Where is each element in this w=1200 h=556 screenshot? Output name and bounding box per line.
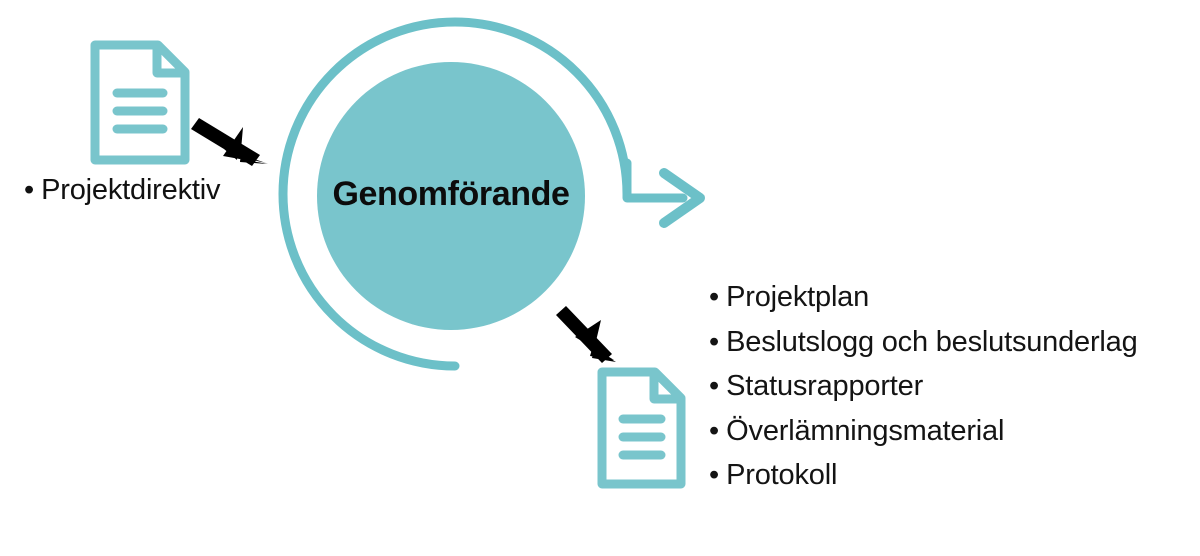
list-item: •Statusrapporter xyxy=(709,372,1189,401)
output-arrow-icon xyxy=(556,306,616,363)
bullet-icon: • xyxy=(709,325,720,358)
list-item-label: Protokoll xyxy=(726,459,838,491)
list-item-label: Beslutslogg och beslutsunderlag xyxy=(726,325,1138,358)
cycle-arrow-head-icon xyxy=(659,168,705,228)
list-item: •Beslutslogg och beslutsunderlag xyxy=(709,325,1189,358)
bullet-icon: • xyxy=(24,174,35,206)
list-item: •Överlämningsmaterial xyxy=(709,414,1189,447)
input-item-label: •Projektdirektiv xyxy=(24,176,220,205)
output-document-icon xyxy=(597,367,686,489)
cycle-arc-elbow xyxy=(622,158,688,203)
document-page-shape xyxy=(90,40,190,165)
list-item: •Protokoll xyxy=(709,461,1189,490)
bullet-icon: • xyxy=(709,414,720,447)
list-item-label: Statusrapporter xyxy=(726,370,924,402)
input-arrow-head-solid xyxy=(223,127,268,164)
input-document-icon xyxy=(90,40,190,165)
document-page-shape xyxy=(597,367,686,489)
input-arrow-shaft xyxy=(191,118,260,166)
document-text-lines-icon xyxy=(618,414,666,460)
center-node-label: Genomförande xyxy=(332,175,570,213)
list-item-label: Överlämningsmaterial xyxy=(726,414,1005,447)
input-item-text: Projektdirektiv xyxy=(41,174,221,206)
center-node-circle xyxy=(317,62,585,330)
cycle-arc-icon xyxy=(278,17,688,371)
document-folded-corner-icon xyxy=(649,368,685,404)
document-folded-corner-icon xyxy=(152,41,189,78)
list-item-label: Projektplan xyxy=(726,281,870,313)
input-arrow-icon xyxy=(191,118,268,166)
output-list: •Projektplan •Beslutslogg och beslutsund… xyxy=(709,283,1189,490)
list-item: •Projektplan xyxy=(709,283,1189,312)
bullet-icon: • xyxy=(709,459,720,491)
cycle-arrowhead-chevron xyxy=(659,168,705,228)
bullet-icon: • xyxy=(709,281,720,313)
document-text-lines-icon xyxy=(112,88,168,134)
output-arrow-head-solid xyxy=(575,320,616,362)
bullet-icon: • xyxy=(709,370,720,402)
cycle-arc-path xyxy=(278,17,632,371)
